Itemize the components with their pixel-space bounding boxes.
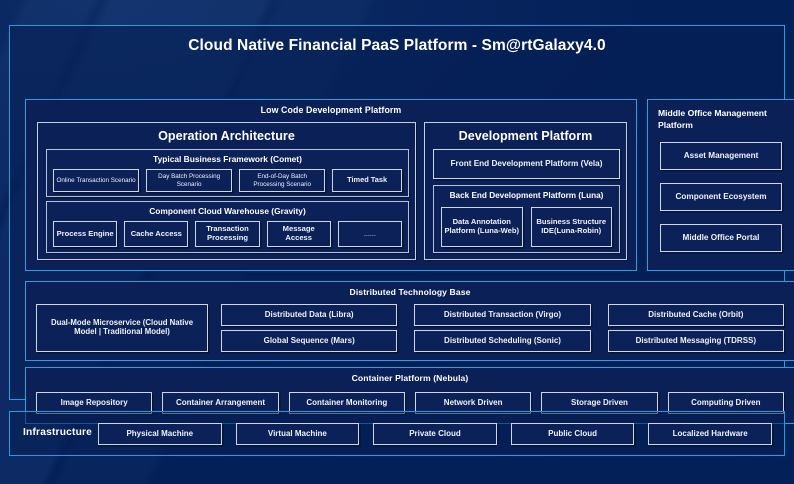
operation-architecture-title: Operation Architecture [158, 129, 295, 143]
box-day-batch-processing-scenario[interactable]: Day Batch Processing Scenario [146, 169, 233, 192]
box-asset-management[interactable]: Asset Management [660, 142, 782, 170]
box-distributed-cache[interactable]: Distributed Cache (Orbit) [607, 304, 784, 326]
box-business-structure-ide[interactable]: Business Structure IDE(Luna-Robin) [530, 207, 612, 247]
box-virtual-machine[interactable]: Virtual Machine [235, 423, 360, 445]
box-distributed-scheduling[interactable]: Distributed Scheduling (Sonic) [414, 330, 591, 352]
box-private-cloud[interactable]: Private Cloud [373, 423, 497, 445]
infrastructure-label: Infrastructure [23, 427, 93, 438]
panel-infrastructure: Infrastructure Physical Machine Virtual … [9, 411, 785, 456]
gravity-title: Component Cloud Warehouse (Gravity) [149, 206, 306, 216]
panel-low-code-development-platform: Low Code Development Platform Operation … [25, 99, 637, 271]
box-process-engine[interactable]: Process Engine [53, 221, 118, 247]
development-platform-title: Development Platform [458, 129, 593, 143]
panel-middle-office-management-platform: Middle Office Management Platform Asset … [647, 99, 794, 271]
box-front-end-development-platform[interactable]: Front End Development Platform (Vela) [433, 149, 620, 179]
box-data-annotation-platform[interactable]: Data Annotation Platform (Luna-Web) [441, 207, 523, 247]
page-title: Cloud Native Financial PaaS Platform - S… [188, 37, 606, 54]
box-online-transaction-scenario[interactable]: Online Transaction Scenario [53, 169, 140, 192]
back-end-title: Back End Development Platform (Luna) [449, 191, 604, 200]
comet-title: Typical Business Framework (Comet) [153, 154, 302, 164]
section-typical-business-framework: Typical Business Framework (Comet) Onlin… [46, 149, 409, 197]
box-distributed-messaging[interactable]: Distributed Messaging (TDRSS) [607, 330, 784, 352]
box-distributed-transaction[interactable]: Distributed Transaction (Virgo) [414, 304, 591, 326]
box-dual-mode-microservice[interactable]: Dual-Mode Microservice (Cloud Native Mod… [36, 304, 208, 352]
box-cache-access[interactable]: Cache Access [124, 221, 189, 247]
box-transaction-processing[interactable]: Transaction Processing [195, 221, 260, 247]
box-message-access[interactable]: Message Access [266, 221, 331, 247]
box-global-sequence[interactable]: Global Sequence (Mars) [221, 330, 398, 352]
box-public-cloud[interactable]: Public Cloud [510, 423, 635, 445]
box-physical-machine[interactable]: Physical Machine [98, 423, 222, 445]
box-timed-task[interactable]: Timed Task [332, 169, 402, 192]
section-back-end-development-platform: Back End Development Platform (Luna) Dat… [433, 185, 620, 253]
box-distributed-data[interactable]: Distributed Data (Libra) [221, 304, 398, 326]
box-end-of-day-batch-processing-scenario[interactable]: End-of-Day Batch Processing Scenario [239, 169, 326, 192]
box-component-ecosystem[interactable]: Component Ecosystem [660, 183, 782, 211]
panel-distributed-technology-base: Distributed Technology Base Dual-Mode Mi… [25, 281, 794, 361]
platform-container: Cloud Native Financial PaaS Platform - S… [9, 25, 794, 424]
box-localized-hardware[interactable]: Localized Hardware [648, 423, 772, 445]
low-code-title: Low Code Development Platform [260, 105, 402, 115]
section-operation-architecture: Operation Architecture Typical Business … [37, 122, 416, 260]
box-more-ellipsis[interactable]: ...... [337, 221, 403, 247]
container-platform-title: Container Platform (Nebula) [351, 373, 469, 383]
dtb-title: Distributed Technology Base [349, 287, 471, 297]
section-development-platform: Development Platform Front End Developme… [424, 122, 627, 260]
middle-office-title: Middle Office Management Platform [658, 108, 767, 130]
section-component-cloud-warehouse: Component Cloud Warehouse (Gravity) Proc… [46, 201, 409, 253]
box-middle-office-portal[interactable]: Middle Office Portal [660, 224, 782, 252]
